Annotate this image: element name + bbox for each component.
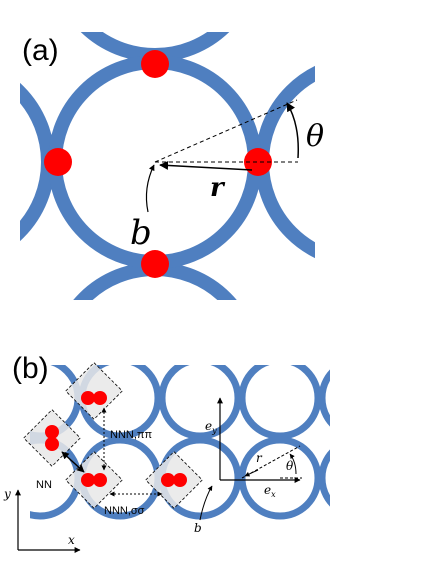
ey-label-sub: y	[211, 426, 217, 435]
b-pointer-line	[145, 164, 155, 213]
ey-label-main: e	[205, 419, 212, 433]
r-arrow	[244, 469, 259, 477]
lattice-ring	[158, 365, 242, 440]
nnn-pipi-label: NNN,ππ	[110, 429, 152, 441]
atom-top	[141, 50, 169, 78]
wannier-cell-top	[65, 362, 123, 420]
atom	[81, 473, 95, 487]
nn-label: NN	[36, 479, 52, 491]
atom	[161, 473, 175, 487]
lattice-ring	[238, 365, 322, 440]
lattice-ring	[318, 369, 330, 427]
atom-left	[44, 148, 72, 176]
atom-bottom	[141, 250, 169, 278]
atom	[173, 473, 187, 487]
nn-arrow	[61, 451, 85, 473]
x-axis-label: x	[68, 533, 75, 547]
atom-pairs	[45, 391, 187, 487]
atom	[81, 391, 95, 405]
b-label: b	[130, 213, 152, 253]
theta-arc-arrow	[286, 102, 300, 159]
ex-label: ex	[264, 483, 276, 499]
panel-b-label: (b)	[12, 352, 49, 385]
r-label: r	[210, 173, 226, 203]
atom	[93, 473, 107, 487]
panel-a: (a) θ r b	[20, 32, 324, 300]
neighbor-ring-top	[80, 32, 230, 62]
atom	[45, 437, 59, 451]
y-axis-label: y	[3, 487, 11, 501]
ex-label-main: e	[264, 483, 271, 497]
r-vector-arrow	[159, 160, 253, 171]
atom	[93, 391, 107, 405]
neighbor-ring-left	[20, 82, 55, 242]
nnn-sigmasigma-label: NNN,σσ	[104, 505, 145, 517]
lattice-ring	[318, 449, 330, 507]
ex-label-sub: x	[271, 490, 276, 499]
atom-right	[244, 148, 272, 176]
dashed-angle-ray	[154, 99, 298, 163]
theta-label: θ	[306, 119, 324, 154]
theta-label-b: θ	[286, 459, 294, 473]
panel-a-rings	[20, 32, 315, 300]
atom	[45, 425, 59, 439]
panel-a-label: (a)	[22, 34, 59, 67]
panel-b: (b) NN NNN,ππ NNN,σσ ey ex r θ b x y	[3, 352, 330, 553]
ey-label: ey	[205, 419, 217, 435]
theta-arc	[289, 453, 297, 475]
b-pointer	[199, 485, 213, 521]
r-label-b: r	[256, 451, 263, 465]
b-label-b: b	[194, 521, 202, 535]
